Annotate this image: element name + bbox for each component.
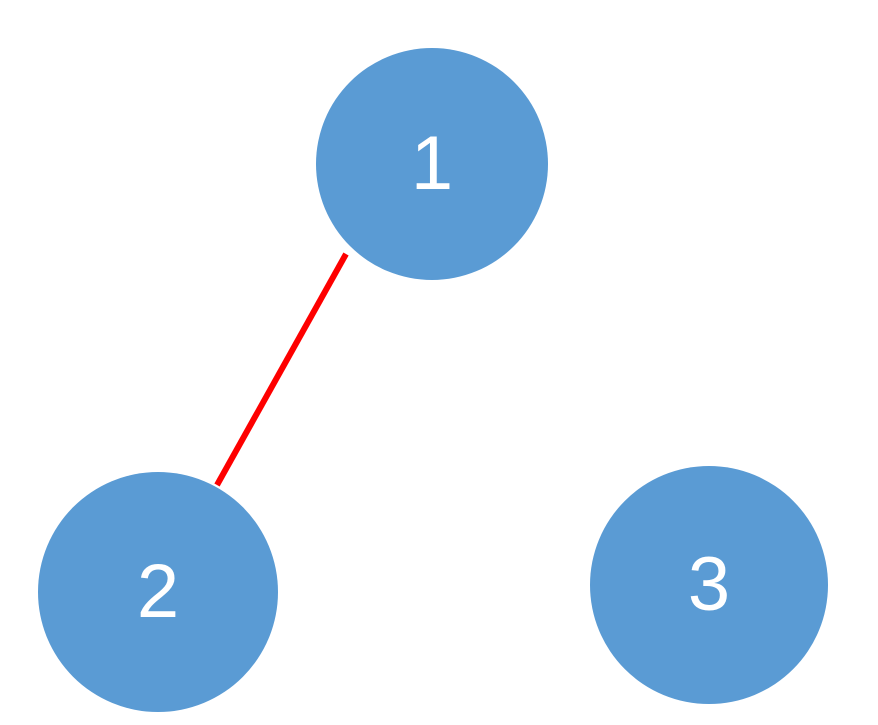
node-2[interactable]: 2 (38, 472, 278, 712)
edge-1-2[interactable] (214, 252, 349, 487)
node-3[interactable]: 3 (590, 466, 828, 704)
node-2-label: 2 (136, 549, 180, 634)
node-1[interactable]: 1 (316, 48, 548, 280)
node-1-label: 1 (410, 121, 454, 206)
node-3-label: 3 (687, 542, 731, 627)
